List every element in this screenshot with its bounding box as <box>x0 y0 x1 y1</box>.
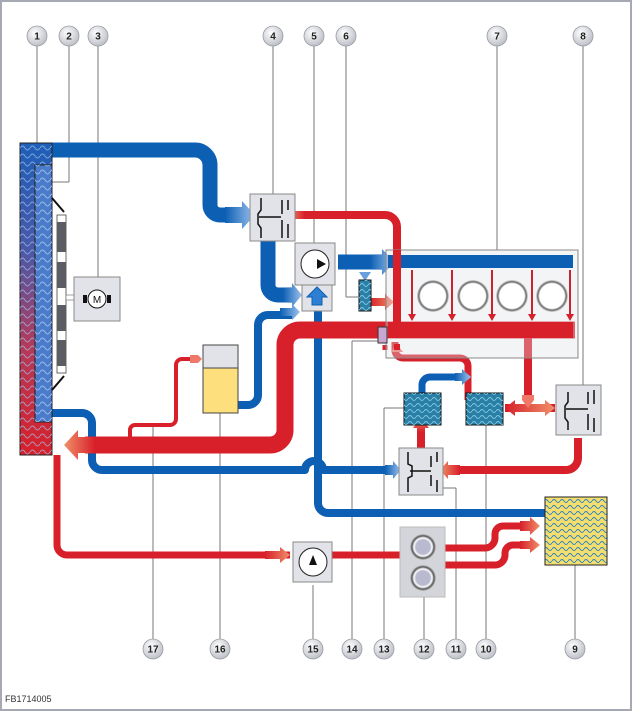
engine-block <box>385 249 579 359</box>
callout-number: 5 <box>311 32 317 43</box>
temperature-sensor <box>377 326 388 344</box>
callout-number: 11 <box>451 645 462 656</box>
motor-symbol: M <box>93 295 101 306</box>
callout-7: 7 <box>486 25 508 47</box>
thermostat-11 <box>398 447 444 496</box>
auxiliary-pumps <box>399 526 446 598</box>
callout-number: 13 <box>378 645 390 656</box>
arrow-into-thermostat-4 <box>225 201 255 229</box>
heater-core <box>544 496 608 566</box>
callout-8: 8 <box>572 25 594 47</box>
callout-number: 17 <box>147 645 159 656</box>
callout-number: 15 <box>307 645 319 656</box>
callout-number: 2 <box>66 32 72 43</box>
callout-number: 16 <box>214 645 226 656</box>
callout-number: 7 <box>494 32 500 43</box>
figure-id: FB1714005 <box>5 694 52 704</box>
coolant-pump <box>294 242 336 312</box>
cooling-fan <box>51 197 75 391</box>
callout-number: 8 <box>580 32 586 43</box>
callout-number: 12 <box>418 645 430 656</box>
heat-exchanger-13 <box>403 392 442 426</box>
callout-4: 4 <box>262 25 284 47</box>
expansion-tank <box>202 344 239 414</box>
thermostat-main <box>249 193 296 242</box>
callout-number: 3 <box>95 32 101 43</box>
arrow-into-engine <box>370 249 395 275</box>
flow-arrows <box>64 201 555 563</box>
low-temp-radiator <box>34 164 53 423</box>
arrow-into-radiator <box>64 430 95 460</box>
callout-number: 6 <box>343 32 349 43</box>
callout-13: 13 <box>373 638 395 660</box>
electric-pump-15 <box>292 541 333 583</box>
component-6 <box>358 279 372 312</box>
fan-motor: M <box>73 276 121 322</box>
thermostat-right <box>555 384 602 436</box>
callout-1: 1 <box>26 25 48 47</box>
callout-number: 14 <box>346 645 358 656</box>
callout-3: 3 <box>87 25 109 47</box>
callout-12: 12 <box>413 638 435 660</box>
callout-6: 6 <box>335 25 357 47</box>
callout-number: 4 <box>270 32 276 43</box>
callout-10: 10 <box>475 638 497 660</box>
cylinders <box>417 280 568 312</box>
callout-5: 5 <box>303 25 325 47</box>
callout-14: 14 <box>341 638 363 660</box>
callout-16: 16 <box>209 638 231 660</box>
callout-9: 9 <box>564 638 586 660</box>
callout-number: 1 <box>34 32 40 43</box>
callout-15: 15 <box>302 638 324 660</box>
heat-exchanger-10 <box>465 392 504 426</box>
callout-2: 2 <box>58 25 80 47</box>
callout-11: 11 <box>445 638 467 660</box>
callout-17: 17 <box>142 638 164 660</box>
callout-number: 9 <box>572 645 578 656</box>
callout-number: 10 <box>480 645 492 656</box>
cylinder-flow-arrows <box>408 270 574 321</box>
